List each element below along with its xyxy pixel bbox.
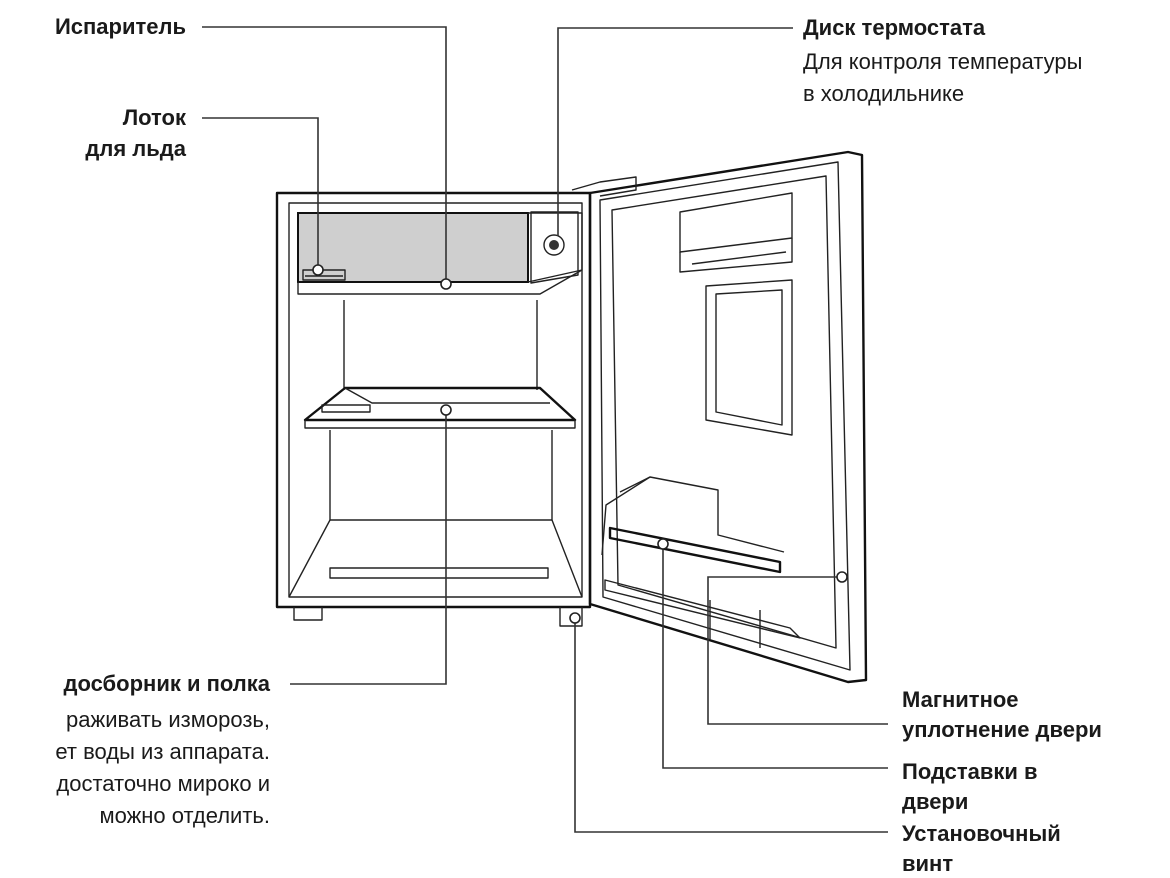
label-drip-desc-3: достаточно мироко и bbox=[56, 771, 270, 796]
label-thermostat-desc-1: Для контроля температуры bbox=[803, 49, 1083, 74]
drip-tray-shelf bbox=[303, 386, 577, 429]
label-drip-title: досборник и полка bbox=[63, 671, 271, 696]
label-thermostat-desc-2: в холодильнике bbox=[803, 81, 965, 106]
leader-lines bbox=[202, 26, 888, 833]
label-leveling-1: Установочный bbox=[902, 821, 1061, 846]
label-door-rack-1: Подставки в bbox=[902, 759, 1038, 784]
label-gasket-1: Магнитное bbox=[902, 687, 1019, 712]
label-drip-desc-2: ет воды из аппарата. bbox=[55, 739, 270, 764]
label-drip-desc-4: можно отделить. bbox=[99, 803, 270, 828]
callout-dots bbox=[312, 264, 848, 624]
evaporator-compartment bbox=[297, 211, 583, 295]
label-ice-tray-1: Лоток bbox=[122, 105, 186, 130]
label-ice-tray-2: для льда bbox=[85, 136, 186, 161]
label-gasket-2: уплотнение двери bbox=[902, 717, 1102, 742]
label-leveling-2: винт bbox=[902, 851, 954, 876]
label-thermostat-title: Диск термостата bbox=[803, 15, 986, 40]
label-door-rack-2: двери bbox=[902, 789, 969, 814]
cabinet bbox=[275, 191, 592, 627]
label-evaporator: Испаритель bbox=[54, 14, 186, 39]
label-drip-desc-1: раживать изморозь, bbox=[66, 707, 270, 732]
door bbox=[571, 150, 868, 684]
